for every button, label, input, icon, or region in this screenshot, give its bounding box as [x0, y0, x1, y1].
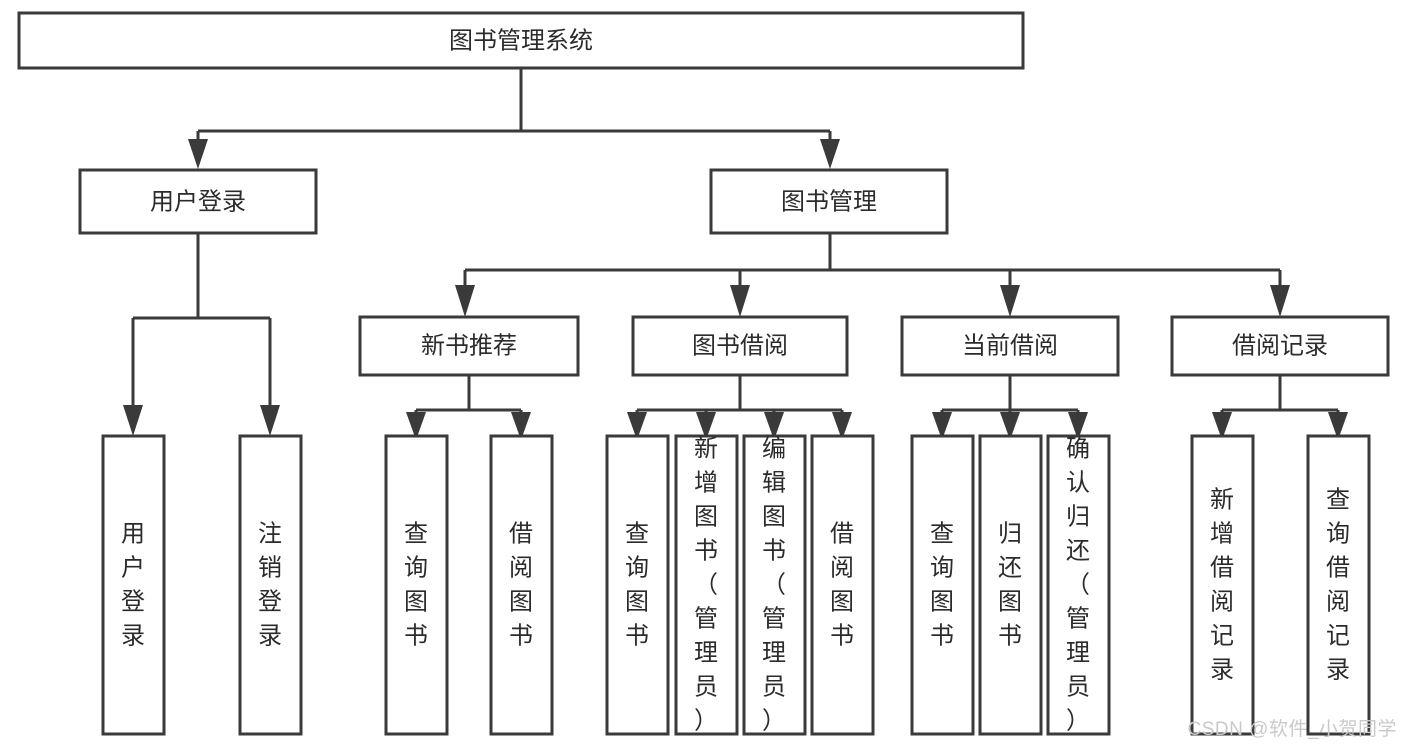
leaf-return-book-box[interactable] [978, 434, 1043, 736]
leaf-return-book[interactable]: 归还图书 [978, 434, 1043, 736]
leaf-borrow-book-2-label: 借阅图书 [830, 521, 854, 650]
arrow-head-icon [764, 412, 784, 440]
leaf-borrow-book-1-label: 借阅图书 [509, 521, 533, 650]
node-user-login[interactable]: 用户登录 [78, 168, 318, 235]
leaf-search-book-3-box[interactable] [910, 434, 975, 736]
node-book-management-label: 图书管理 [781, 189, 877, 216]
node-root-box[interactable] [17, 11, 1025, 70]
node-borrow-record-box[interactable] [1170, 315, 1390, 377]
node-book-borrow[interactable]: 图书借阅 [631, 315, 849, 377]
leaf-edit-book-box[interactable] [742, 434, 807, 736]
arrow-head-icon [932, 412, 952, 440]
leaf-add-book[interactable]: 新增图书（管理员） [674, 434, 739, 736]
arrow-head-icon [1212, 412, 1232, 440]
arrow-head-icon [1270, 285, 1290, 317]
leaf-edit-book[interactable]: 编辑图书（管理员） [742, 434, 807, 736]
leaf-search-book-1-box[interactable] [384, 434, 449, 736]
node-new-book-recommend-box[interactable] [358, 315, 580, 377]
leaf-search-book-3[interactable]: 查询图书 [910, 434, 975, 736]
leaf-search-record-label: 查询借阅记录 [1326, 487, 1350, 684]
leaf-borrow-book-1[interactable]: 借阅图书 [489, 434, 554, 736]
arrow-head-icon [455, 285, 475, 317]
arrow-head-icon [730, 285, 750, 317]
arrow-head-icon [1328, 412, 1348, 440]
node-book-borrow-label: 图书借阅 [692, 333, 788, 360]
leaf-confirm-return[interactable]: 确认归还（管理员） [1046, 434, 1111, 736]
leaf-add-record-label: 新增借阅记录 [1210, 487, 1234, 684]
node-user-login-box[interactable] [78, 168, 318, 235]
arrow-head-icon [406, 412, 426, 440]
leaf-logout-box[interactable] [238, 434, 303, 736]
leaf-user-login-box[interactable] [101, 434, 166, 736]
arrow-head-icon [188, 139, 208, 169]
leaf-logout-label: 注销登录 [258, 521, 282, 650]
leaf-add-book-label: 新增图书（管理员） [694, 436, 718, 735]
arrow-head-icon [260, 405, 280, 436]
arrow-head-icon [1000, 412, 1020, 440]
arrow-head-icon [627, 412, 647, 440]
csdn-watermark: CSDN @软件_小贺同学 [1187, 719, 1397, 740]
node-book-management[interactable]: 图书管理 [709, 168, 949, 235]
arrow-head-icon [696, 412, 716, 440]
leaf-add-record-box[interactable] [1190, 434, 1255, 736]
arrow-head-icon [123, 405, 143, 436]
node-root-label: 图书管理系统 [449, 28, 593, 55]
node-borrow-record[interactable]: 借阅记录 [1170, 315, 1390, 377]
leaf-borrow-book-1-box[interactable] [489, 434, 554, 736]
leaf-search-book-2[interactable]: 查询图书 [605, 434, 670, 736]
node-root[interactable]: 图书管理系统 [17, 11, 1025, 70]
node-new-book-recommend[interactable]: 新书推荐 [358, 315, 580, 377]
arrow-head-icon [511, 412, 531, 440]
node-new-book-recommend-label: 新书推荐 [421, 333, 517, 360]
node-borrow-record-label: 借阅记录 [1232, 333, 1328, 360]
leaf-edit-book-label: 编辑图书（管理员） [762, 436, 786, 735]
leaf-borrow-book-2[interactable]: 借阅图书 [810, 434, 875, 736]
arrow-head-icon [832, 412, 852, 440]
leaf-confirm-return-box[interactable] [1046, 434, 1111, 736]
node-current-borrow-label: 当前借阅 [962, 333, 1058, 360]
leaf-add-book-box[interactable] [674, 434, 739, 736]
leaf-user-login-label: 用户登录 [121, 521, 145, 650]
leaf-search-book-2-box[interactable] [605, 434, 670, 736]
leaf-logout[interactable]: 注销登录 [238, 434, 303, 736]
leaf-search-book-2-label: 查询图书 [625, 521, 649, 650]
node-book-management-box[interactable] [709, 168, 949, 235]
node-user-login-label: 用户登录 [150, 189, 246, 216]
arrow-head-icon [820, 139, 840, 169]
arrow-head-icon [1068, 412, 1088, 440]
leaf-return-book-label: 归还图书 [998, 521, 1022, 650]
node-book-borrow-box[interactable] [631, 315, 849, 377]
leaf-user-login[interactable]: 用户登录 [101, 434, 166, 736]
leaf-add-record[interactable]: 新增借阅记录 [1190, 434, 1255, 736]
node-current-borrow-box[interactable] [900, 315, 1120, 377]
leaf-borrow-book-2-box[interactable] [810, 434, 875, 736]
leaf-search-book-1[interactable]: 查询图书 [384, 434, 449, 736]
node-current-borrow[interactable]: 当前借阅 [900, 315, 1120, 377]
leaf-search-book-1-label: 查询图书 [404, 521, 428, 650]
leaf-search-record-box[interactable] [1306, 434, 1371, 736]
connectors [123, 68, 1348, 440]
leaf-search-record[interactable]: 查询借阅记录 [1306, 434, 1371, 736]
arrow-head-icon [1000, 285, 1020, 317]
leaf-confirm-return-label: 确认归还（管理员） [1066, 436, 1090, 735]
leaf-search-book-3-label: 查询图书 [930, 521, 954, 650]
